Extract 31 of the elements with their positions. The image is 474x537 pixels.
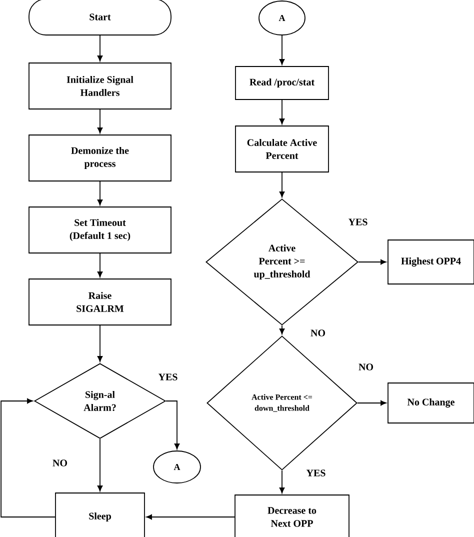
arrow — [279, 35, 285, 65]
process-box: No Change — [388, 382, 474, 424]
process-box: Demonize the process — [28, 134, 172, 182]
arrow — [279, 100, 285, 124]
process-box: Read /proc/stat — [235, 66, 329, 100]
arrow — [97, 35, 103, 62]
arrow — [279, 470, 285, 494]
process-box: Calculate Active Percent — [235, 126, 329, 172]
process-box: Highest OPP4 — [388, 240, 474, 284]
arrow — [146, 514, 235, 520]
arrow — [358, 259, 386, 265]
process-box: Initialize Signal Handlers — [28, 62, 172, 110]
process-box: Set Timeout (Default 1 sec) — [28, 206, 172, 254]
arrow — [166, 400, 180, 450]
edge-label: NO — [358, 362, 374, 372]
process-box: Decrease to Next OPP — [234, 494, 350, 537]
edge-label: NO — [310, 328, 326, 338]
edge-label: NO — [52, 458, 68, 468]
arrow — [97, 181, 103, 206]
arrow — [279, 172, 285, 198]
edge-label: YES — [305, 468, 327, 478]
arrow — [97, 438, 103, 492]
process-box: Raise SIGALRM — [28, 278, 172, 326]
arrow — [357, 400, 386, 406]
arrow — [279, 325, 285, 334]
arrow — [97, 253, 103, 278]
start-terminal: Start — [28, 0, 172, 36]
arrow — [97, 109, 103, 134]
process-box: Sleep — [55, 492, 145, 537]
arrow — [0, 398, 56, 518]
arrow — [97, 325, 103, 362]
